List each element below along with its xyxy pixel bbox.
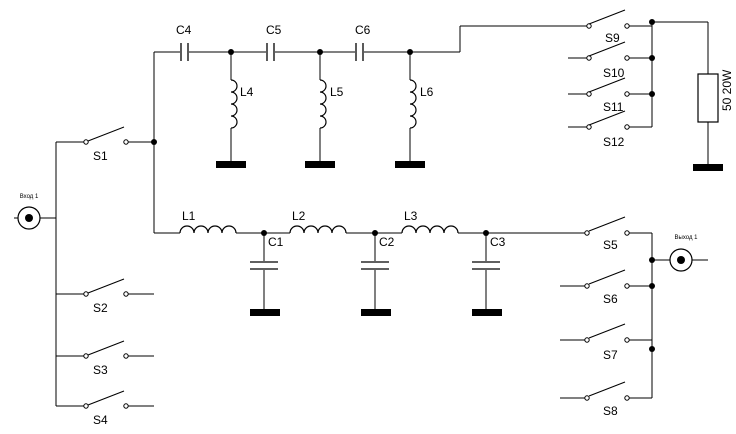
- capacitor-c3: C3: [472, 230, 506, 316]
- output-connector-label: Выход 1: [675, 235, 699, 241]
- output-bus-wires: [649, 233, 670, 398]
- ground-symbol: [693, 164, 723, 171]
- s1-junction-wires: [151, 52, 157, 233]
- switch-s12-label: S12: [603, 135, 625, 149]
- capacitor-c4-label: C4: [176, 23, 192, 37]
- ground-symbol: [216, 161, 246, 168]
- switch-s3-label: S3: [93, 363, 108, 377]
- switch-s2: S2: [83, 278, 154, 315]
- switch-s1-label: S1: [93, 149, 108, 163]
- capacitor-c6-label: C6: [355, 23, 371, 37]
- switch-s4: S4: [83, 390, 154, 427]
- switch-s10: S10: [568, 41, 652, 80]
- ground-symbol: [395, 161, 425, 168]
- capacitor-c2-label: C2: [379, 235, 395, 249]
- capacitor-c2: C2: [361, 230, 395, 316]
- switch-s8: S8: [560, 381, 652, 418]
- switch-s6: S6: [560, 269, 652, 306]
- load-bus-wires: [649, 19, 709, 127]
- capacitor-c1-label: C1: [268, 235, 284, 249]
- capacitor-c6: C6: [355, 23, 371, 61]
- inductor-l6-label: L6: [420, 85, 434, 99]
- input-connector: Вход 1: [14, 194, 56, 230]
- capacitor-c4: C4: [176, 23, 192, 61]
- capacitor-c1: C1: [250, 230, 284, 316]
- switch-s4-label: S4: [93, 413, 108, 427]
- switch-s9: S9: [586, 9, 652, 45]
- switch-s1: S1: [83, 126, 154, 163]
- switch-s10-label: S10: [603, 66, 625, 80]
- inductor-l2: L2: [289, 209, 347, 234]
- ground-symbol: [250, 309, 280, 316]
- inductor-l5: L5: [305, 49, 344, 168]
- inductor-l4: L4: [216, 49, 254, 168]
- inductor-l1: L1: [179, 209, 237, 234]
- inductor-l6: L6: [395, 49, 434, 168]
- inductor-l5-label: L5: [330, 85, 344, 99]
- ground-symbol: [361, 309, 391, 316]
- output-connector: Выход 1: [669, 235, 708, 272]
- inductor-l3-label: L3: [404, 209, 418, 223]
- switch-s12: S12: [568, 110, 652, 149]
- switch-s5-label: S5: [603, 238, 618, 252]
- capacitor-c3-label: C3: [490, 235, 506, 249]
- switch-s2-label: S2: [93, 301, 108, 315]
- inductor-l4-label: L4: [240, 85, 254, 99]
- input-connector-label: Вход 1: [20, 194, 39, 200]
- ground-symbol: [305, 161, 335, 168]
- inductor-l1-label: L1: [182, 209, 196, 223]
- ground-symbol: [472, 309, 502, 316]
- switch-s9-label: S9: [605, 31, 620, 45]
- load-resistor-label: 50 20W: [720, 69, 734, 111]
- switch-s5: S5: [584, 216, 652, 252]
- inductor-l3: L3: [401, 209, 459, 234]
- switch-s3: S3: [83, 340, 154, 377]
- input-bus-wires: [55, 141, 84, 407]
- capacitor-c5-label: C5: [266, 23, 282, 37]
- switch-s7-label: S7: [603, 348, 618, 362]
- switch-s11: S11: [568, 77, 652, 114]
- inductor-l2-label: L2: [292, 209, 306, 223]
- capacitor-c5: C5: [266, 23, 282, 61]
- switch-s11-label: S11: [603, 100, 624, 114]
- upper-filter-wires: [154, 25, 587, 53]
- switch-s8-label: S8: [603, 404, 618, 418]
- switch-s7: S7: [560, 323, 652, 362]
- switch-s6-label: S6: [603, 292, 618, 306]
- load-resistor: 50 20W: [693, 69, 734, 171]
